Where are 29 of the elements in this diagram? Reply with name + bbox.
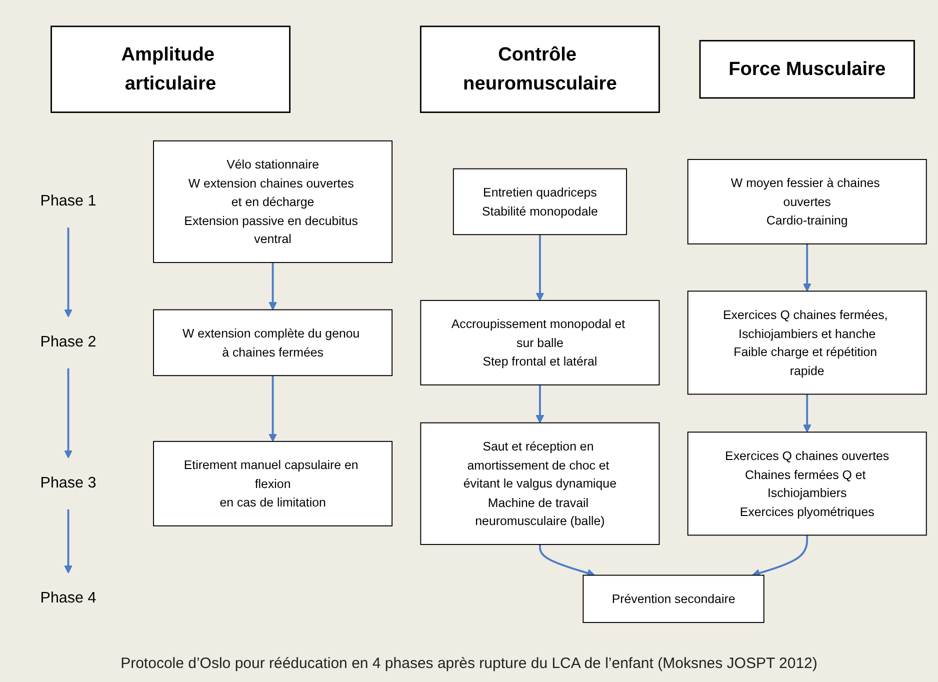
node-box: Prévention secondaire (582, 574, 764, 623)
node-box: Etirement manuel capsulaire en flexion en cas de limitation (153, 440, 393, 526)
node-text: Phase 1 (40, 193, 96, 210)
caption: Protocole d’Oslo pour rééducation en 4 phases après rupture du LCA de l’enfant (Moksnes JOSPT 2012) (120, 654, 818, 674)
node-box: Exercices Q chaines fermées, Ischiojambiers et hanche Faible charge et répétition rapide (687, 290, 927, 395)
arrow (802, 394, 812, 432)
node-box: Force Musculaire (699, 40, 915, 99)
node-box: W extension complète du genou à chaines fermées (153, 309, 393, 376)
arrow (268, 262, 277, 310)
arrow (268, 376, 277, 442)
node-text: Phase 4 (40, 590, 96, 606)
node-text: Phase 3 (40, 475, 96, 492)
node-box: Saut et réception en amortissement de choc et évitant le valgus dynamique Machine de travail neuromusculaire (balle) (420, 422, 660, 545)
arrow (64, 368, 72, 458)
node-box: Vélo stationnaire W extension chaines ouvertes et en décharge Extension passive en decubitus ventral (153, 140, 393, 263)
arrow (539, 544, 596, 578)
node-box: Entretien quadriceps Stabilité monopodale (452, 168, 627, 236)
arrow (752, 535, 808, 578)
node-box: Exercices Q chaines ouvertes Chaines fermées Q et Ischiojambiers Exercices plyométriques (687, 432, 927, 536)
arrow (64, 227, 72, 318)
node-box: Amplitude articulaire (50, 26, 290, 113)
arrow (64, 509, 72, 574)
node-text: Phase 2 (40, 334, 96, 350)
arrow (536, 234, 544, 301)
node-box: Contrôle neuromusculaire (420, 26, 660, 113)
node-box: W moyen fessier à chaines ouvertes Cardio-training (687, 159, 927, 244)
arrow (802, 244, 812, 292)
arrow (536, 384, 544, 424)
node-box: Accroupissement monopodal et sur balle Step frontal et latéral (420, 300, 660, 386)
